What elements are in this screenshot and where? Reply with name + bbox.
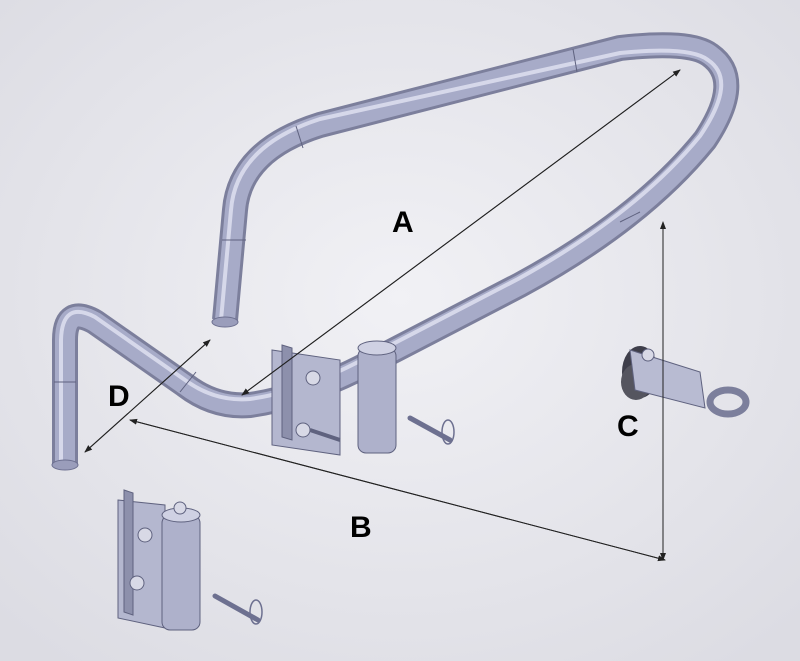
label-c: C [617, 410, 639, 443]
label-b: B [350, 511, 372, 544]
label-d: D [108, 380, 130, 413]
mount-bracket-loose [117, 489, 263, 631]
dimension-lines [84, 69, 681, 562]
tube-frame [51, 32, 740, 471]
pulley-block [621, 346, 750, 418]
mount-bracket-installed [271, 340, 455, 456]
label-a: A [392, 206, 414, 239]
